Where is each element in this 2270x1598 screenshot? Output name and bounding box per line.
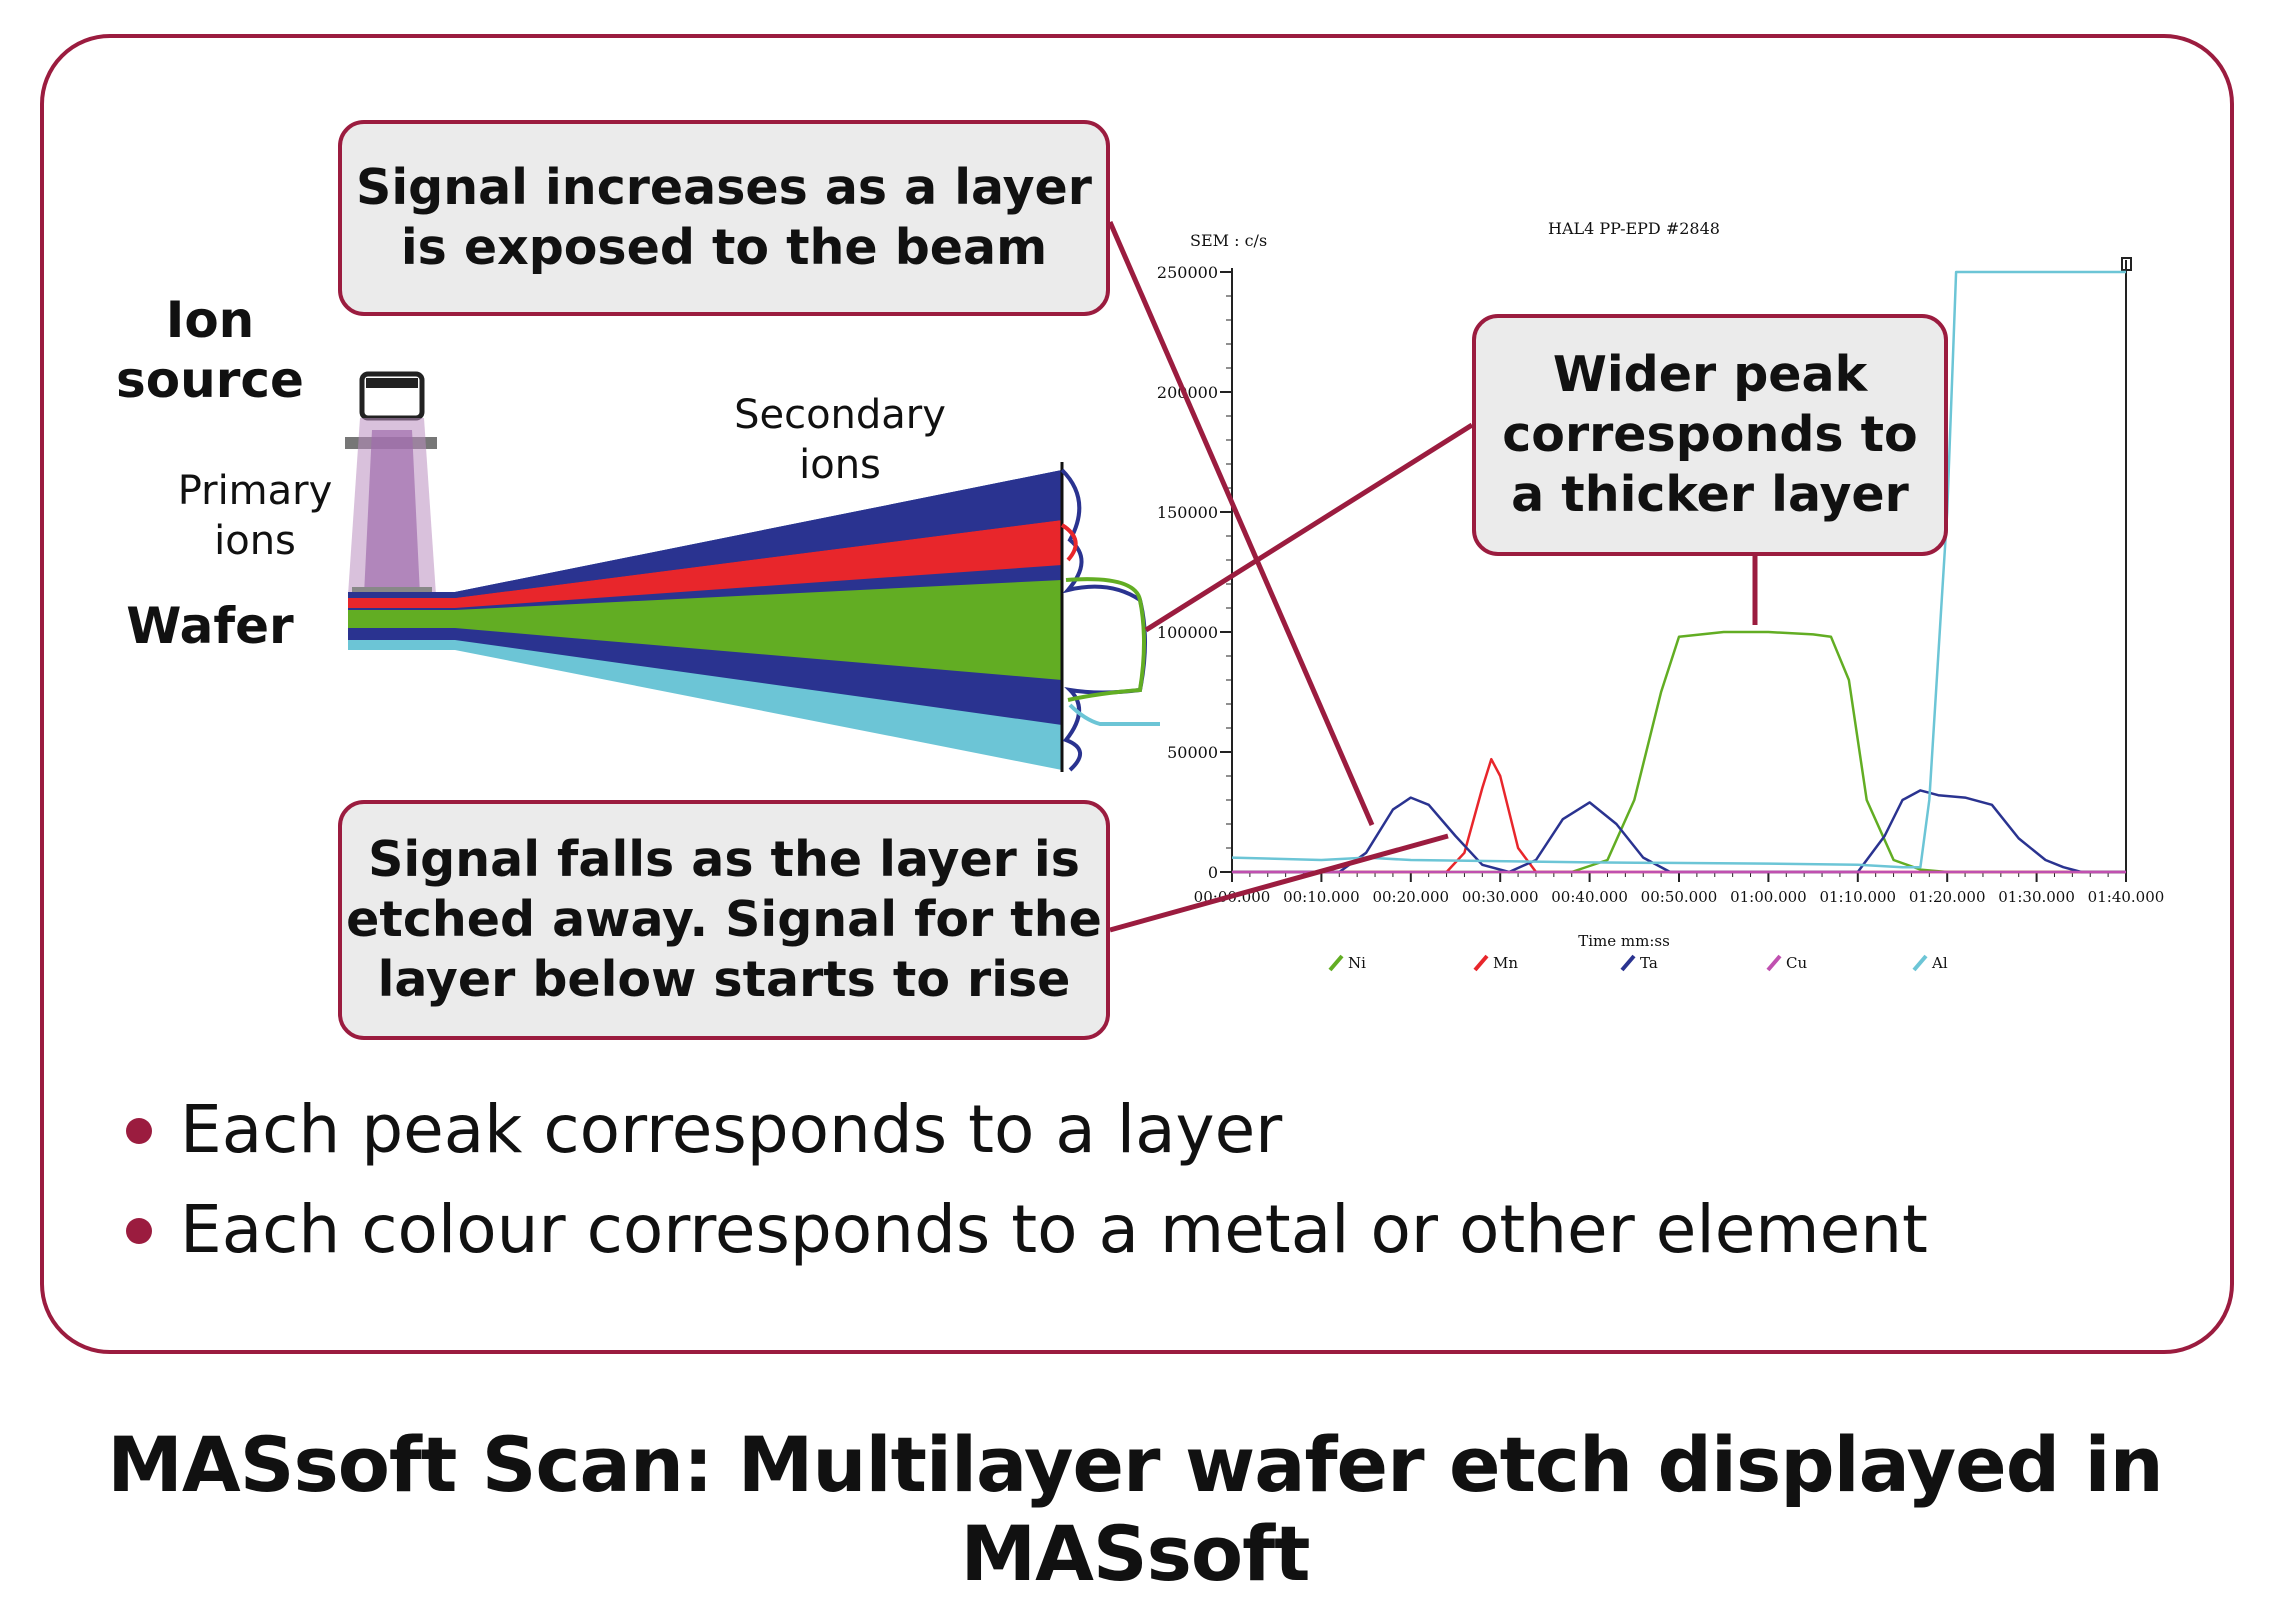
legend-label-ni: Ni (1348, 954, 1366, 972)
legend-swatch-ni (1328, 954, 1344, 972)
y-tick-label: 0 (1208, 863, 1218, 882)
y-tick-label: 100000 (1157, 623, 1218, 642)
callout-signal-increases-text: Signal increases as a layer is exposed t… (356, 159, 1092, 276)
x-tick-label: 01:20.000 (1909, 888, 1986, 906)
legend-label-cu: Cu (1786, 954, 1807, 972)
legend-swatch-mn (1473, 954, 1489, 972)
legend-label-ta: Ta (1640, 954, 1658, 972)
callout-wider-peak-text: Wider peak corresponds to a thicker laye… (1502, 346, 1918, 523)
wafer-label: Wafer (126, 597, 294, 655)
bullet-item: Each peak corresponds to a layer (120, 1080, 1928, 1180)
primary-ions-label: Primary ions (177, 468, 333, 564)
x-tick-label: 00:10.000 (1283, 888, 1360, 906)
secondary-ions-plume (348, 462, 1160, 772)
legend-swatch-ta (1620, 954, 1636, 972)
y-tick-label: 150000 (1157, 503, 1218, 522)
y-tick-label: 250000 (1157, 263, 1218, 282)
legend-label-al: Al (1931, 954, 1948, 972)
content-frame (40, 34, 2234, 1354)
etch-profile-chart: 05000010000015000020000025000000:00.0000… (1157, 219, 2164, 972)
x-tick-label: 00:20.000 (1372, 888, 1449, 906)
x-tick-label: 01:00.000 (1730, 888, 1807, 906)
ion-source-label: Ion source (116, 291, 304, 409)
legend-swatch-al (1912, 954, 1928, 972)
chart-title: HAL4 PP-EPD #2848 (1548, 219, 1720, 238)
legend-label-mn: Mn (1493, 954, 1518, 972)
callout-wider-peak: Wider peak corresponds to a thicker laye… (1472, 314, 1948, 556)
bullet-item: Each colour corresponds to a metal or ot… (120, 1180, 1928, 1280)
x-tick-label: 01:10.000 (1819, 888, 1896, 906)
x-tick-label: 00:30.000 (1462, 888, 1539, 906)
y-tick-label: 50000 (1167, 743, 1218, 762)
callout-signal-falls-text: Signal falls as the layer is etched away… (346, 831, 1102, 1008)
bullet-list: Each peak corresponds to a layer Each co… (120, 1080, 1928, 1280)
callout-leaders (1107, 221, 1758, 933)
diagram-canvas: 05000010000015000020000025000000:00.0000… (345, 219, 2164, 972)
x-tick-label: 01:40.000 (2088, 888, 2165, 906)
bullet-dot (126, 1218, 152, 1244)
x-axis-label: Time mm:ss (1578, 932, 1670, 950)
bullet-text: Each peak corresponds to a layer (180, 1091, 1283, 1168)
figure-caption: MASsoft Scan: Multilayer wafer etch disp… (107, 1420, 2163, 1598)
y-tick-label: 200000 (1157, 383, 1218, 402)
bullet-text: Each colour corresponds to a metal or ot… (180, 1191, 1928, 1268)
x-tick-label: 01:30.000 (1998, 888, 2075, 906)
ion-source-icon (345, 371, 437, 597)
x-tick-label: 00:50.000 (1641, 888, 1718, 906)
series-line-ni (1232, 630, 2126, 874)
end-marker (2121, 257, 2132, 271)
callout-signal-increases: Signal increases as a layer is exposed t… (338, 120, 1110, 316)
y-axis-label: SEM : c/s (1190, 231, 1267, 250)
callout-signal-falls: Signal falls as the layer is etched away… (338, 800, 1110, 1040)
secondary-ions-label: Secondary ions (734, 392, 946, 488)
series-line-ta (1232, 789, 2126, 874)
bullet-dot (126, 1118, 152, 1144)
legend-swatch-cu (1766, 954, 1782, 972)
x-tick-label: 00:40.000 (1551, 888, 1628, 906)
